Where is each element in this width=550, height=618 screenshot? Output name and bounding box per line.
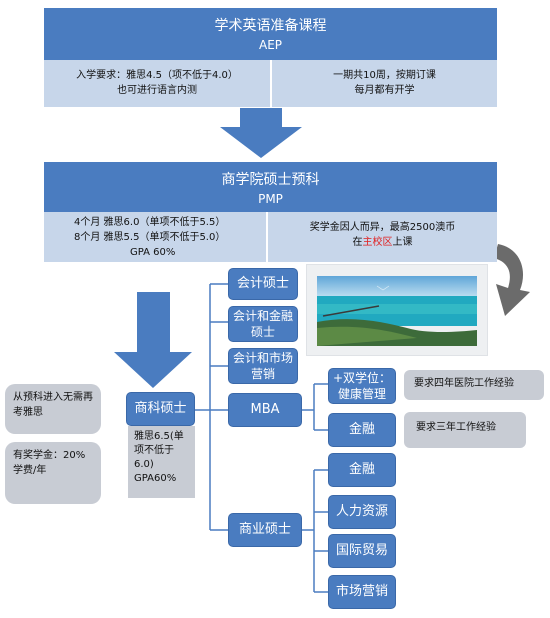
aep-code: AEP — [258, 38, 283, 52]
mba-finance-node: 金融 — [328, 413, 396, 447]
master-requirements: 雅思6.5(单项不低于6.0) GPA60% — [128, 426, 195, 498]
pmp-scholarship: 奖学金因人而异，最高2500澳币 在主校区上课 — [268, 212, 497, 262]
aep-schedule: 一期共10周，按期订课 每月都有开学 — [272, 60, 497, 107]
pmp-title: 商学院硕士预科 — [221, 172, 320, 188]
aep-sched-line2: 每月都有开学 — [354, 85, 415, 96]
business-master-node-2: 商业硕士 — [228, 513, 302, 547]
aep-req-line1: 入学要求：雅思4.5（项不低于4.0） — [76, 70, 238, 81]
pmp-code: PMP — [258, 192, 283, 206]
down-arrow-1 — [220, 108, 302, 158]
accounting-finance-master-node: 会计和金融硕士 — [228, 306, 298, 342]
accounting-marketing-node: 会计和市场营销 — [228, 348, 298, 384]
aep-req-line2: 也可进行语言内测 — [117, 85, 197, 96]
biz-hr-node: 人力资源 — [328, 495, 396, 529]
pmp-req-gpa: GPA 60% — [130, 247, 176, 258]
coastal-jetty-photo — [317, 276, 477, 346]
master-req-gpa: GPA60% — [134, 473, 177, 484]
pmp-header: 商学院硕士预科 PMP — [44, 162, 497, 212]
mba-node: MBA — [228, 393, 302, 427]
finance-experience-note: 要求三年工作经验 — [404, 412, 526, 448]
photo-frame — [306, 264, 488, 356]
aep-requirements: 入学要求：雅思4.5（项不低于4.0） 也可进行语言内测 — [44, 60, 270, 107]
pmp-scholar-line1: 奖学金因人而异，最高2500澳币 — [309, 222, 456, 233]
dual-degree-health-node: +双学位：健康管理 — [328, 368, 396, 404]
main-campus-highlight: 主校区 — [362, 237, 393, 248]
curved-arrow — [494, 244, 530, 316]
biz-marketing-node: 市场营销 — [328, 575, 396, 609]
health-experience-note: 要求四年医院工作经验 — [404, 370, 544, 400]
aep-header: 学术英语准备课程 AEP — [44, 8, 497, 60]
pmp-requirements: 4个月 雅思6.0（单项不低于5.5） 8个月 雅思5.5（单项不低于5.0） … — [44, 212, 266, 262]
aep-title: 学术英语准备课程 — [214, 18, 327, 34]
note-scholarship: 有奖学金：20%学费/年 — [5, 442, 101, 504]
master-req-ielts: 雅思6.5(单项不低于6.0) — [134, 431, 184, 470]
aep-sched-line1: 一期共10周，按期订课 — [333, 70, 436, 81]
biz-trade-node: 国际贸易 — [328, 534, 396, 568]
pmp-scholar-line2: 在主校区上课 — [352, 237, 413, 248]
note-no-ielts: 从预科进入无需再考雅思 — [5, 384, 101, 434]
biz-finance-node: 金融 — [328, 453, 396, 487]
pmp-req-line2: 8个月 雅思5.5（单项不低于5.0） — [74, 232, 226, 243]
pmp-req-line1: 4个月 雅思6.0（单项不低于5.5） — [74, 217, 226, 228]
down-arrow-2 — [114, 292, 192, 388]
business-master-node: 商科硕士 — [126, 392, 195, 426]
accounting-master-node: 会计硕士 — [228, 268, 298, 300]
